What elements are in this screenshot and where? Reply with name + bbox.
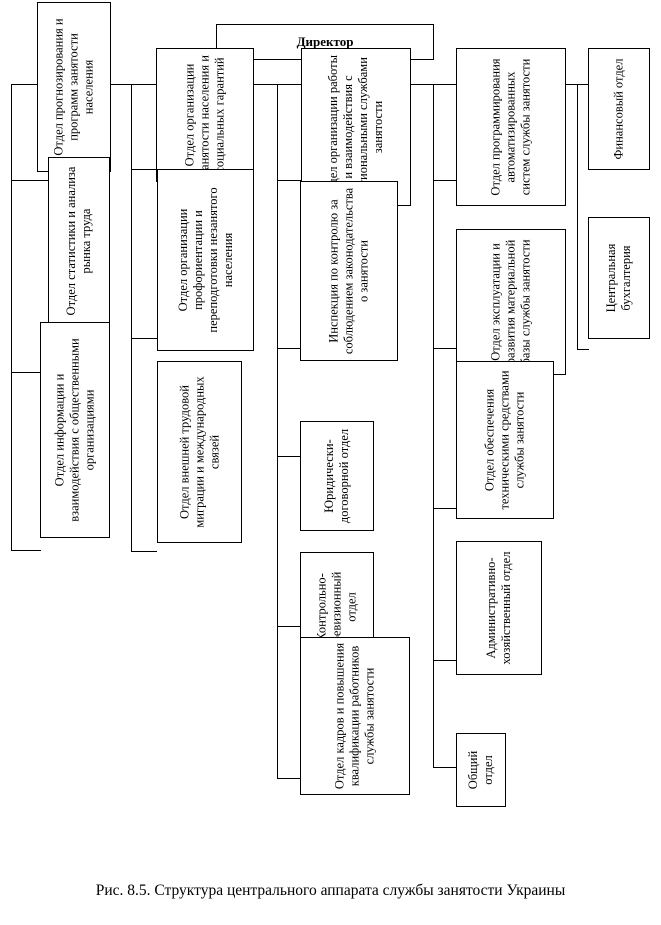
director-label: Директор — [296, 34, 354, 49]
branch-5-tick — [577, 349, 589, 350]
branch-2-tick — [131, 169, 157, 170]
dept-accounting-box: Центральная бухгалтерия — [588, 217, 650, 339]
dept-finance-label: Финансовый отдел — [611, 58, 626, 160]
branch-4-tick — [433, 180, 457, 181]
dept-legal-box: Юридически-договорной отдел — [300, 421, 374, 531]
dept-material-base-box: Отдел эксплуатации и развития материальн… — [456, 229, 566, 375]
dept-inspection-box: Инспекция по контролю за соблюдением зак… — [300, 181, 398, 361]
branch-4-vline — [433, 84, 434, 768]
branch-5-vline — [577, 84, 578, 350]
dept-automation-box: Отдел программирования автоматизированны… — [456, 48, 566, 206]
dept-information-box: Отдел информации и взаимодействия с обще… — [40, 322, 110, 538]
dept-statistics-box: Отдел статистики и анализа рынка труда — [48, 157, 110, 325]
dept-general-label: Общий отдел — [466, 750, 495, 790]
branch-2-tick — [131, 338, 157, 339]
dept-automation-label: Отдел программирования автоматизированны… — [488, 58, 533, 196]
dept-legal-label: Юридически-договорной отдел — [322, 428, 351, 524]
dept-labour-migration-box: Отдел внешней трудовой миграции и междун… — [157, 361, 242, 543]
branch-1-tick — [11, 372, 41, 373]
dept-technical-means-box: Отдел обеспечения техническими средствам… — [456, 361, 554, 519]
branch-4-tick — [433, 660, 457, 661]
dept-personnel-box: Отдел кадров и повышения квалификации ра… — [300, 637, 410, 795]
branch-2-vline — [131, 84, 132, 551]
dept-accounting-label: Центральная бухгалтерия — [604, 243, 633, 313]
branch-2-tick — [131, 551, 157, 552]
branch-3-tick — [277, 348, 301, 349]
dept-personnel-label: Отдел кадров и повышения квалификации ра… — [332, 642, 377, 790]
dept-administrative-box: Административно-хозяйственный отдел — [456, 541, 542, 675]
figure-caption: Рис. 8.5. Структура центрального аппарат… — [95, 882, 566, 899]
dept-inspection-label: Инспекция по контролю за соблюдением зак… — [326, 187, 371, 355]
branch-4-tick — [433, 508, 457, 509]
dept-regional-services-box: Отдел организации работы и взаимодействи… — [301, 48, 411, 206]
branch-4-tick — [433, 767, 457, 768]
branch-3-vline — [277, 84, 278, 779]
branch-3-tick — [277, 456, 301, 457]
dept-finance-box: Финансовый отдел — [588, 48, 650, 170]
branch-3-tick — [277, 626, 301, 627]
dept-forecasting-label: Отдел прогнозирования и программ занятос… — [51, 18, 96, 156]
branch-3-tick — [277, 180, 301, 181]
dept-vocational-guidance-label: Отдел организации профориентации и переп… — [175, 187, 235, 333]
dept-statistics-label: Отдел статистики и анализа рынка труда — [64, 166, 93, 316]
dept-forecasting-box: Отдел прогнозирования и программ занятос… — [37, 2, 111, 172]
branch-1-tick — [11, 180, 49, 181]
dept-general-box: Общий отдел — [456, 733, 506, 807]
dept-employment-guarantees-box: Отдел организации занятости населения и … — [156, 48, 254, 182]
dept-information-label: Отдел информации и взаимодействия с обще… — [52, 338, 97, 522]
dept-administrative-label: Административно-хозяйственный отдел — [484, 551, 513, 665]
dept-employment-guarantees-label: Отдел организации занятости населения и … — [182, 55, 227, 175]
dept-regional-services-label: Отдел организации работы и взаимодействи… — [326, 55, 385, 199]
branch-3-tick — [277, 778, 301, 779]
dept-material-base-label: Отдел эксплуатации и развития материальн… — [488, 239, 533, 365]
branch-4-tick — [433, 348, 457, 349]
branch-1-vline — [11, 84, 12, 550]
dept-technical-means-label: Отдел обеспечения техническими средствам… — [482, 370, 527, 510]
dept-labour-migration-label: Отдел внешней трудовой миграции и междун… — [177, 376, 221, 528]
branch-1-tick — [11, 550, 41, 551]
dept-vocational-guidance-box: Отдел организации профориентации и переп… — [157, 169, 254, 351]
